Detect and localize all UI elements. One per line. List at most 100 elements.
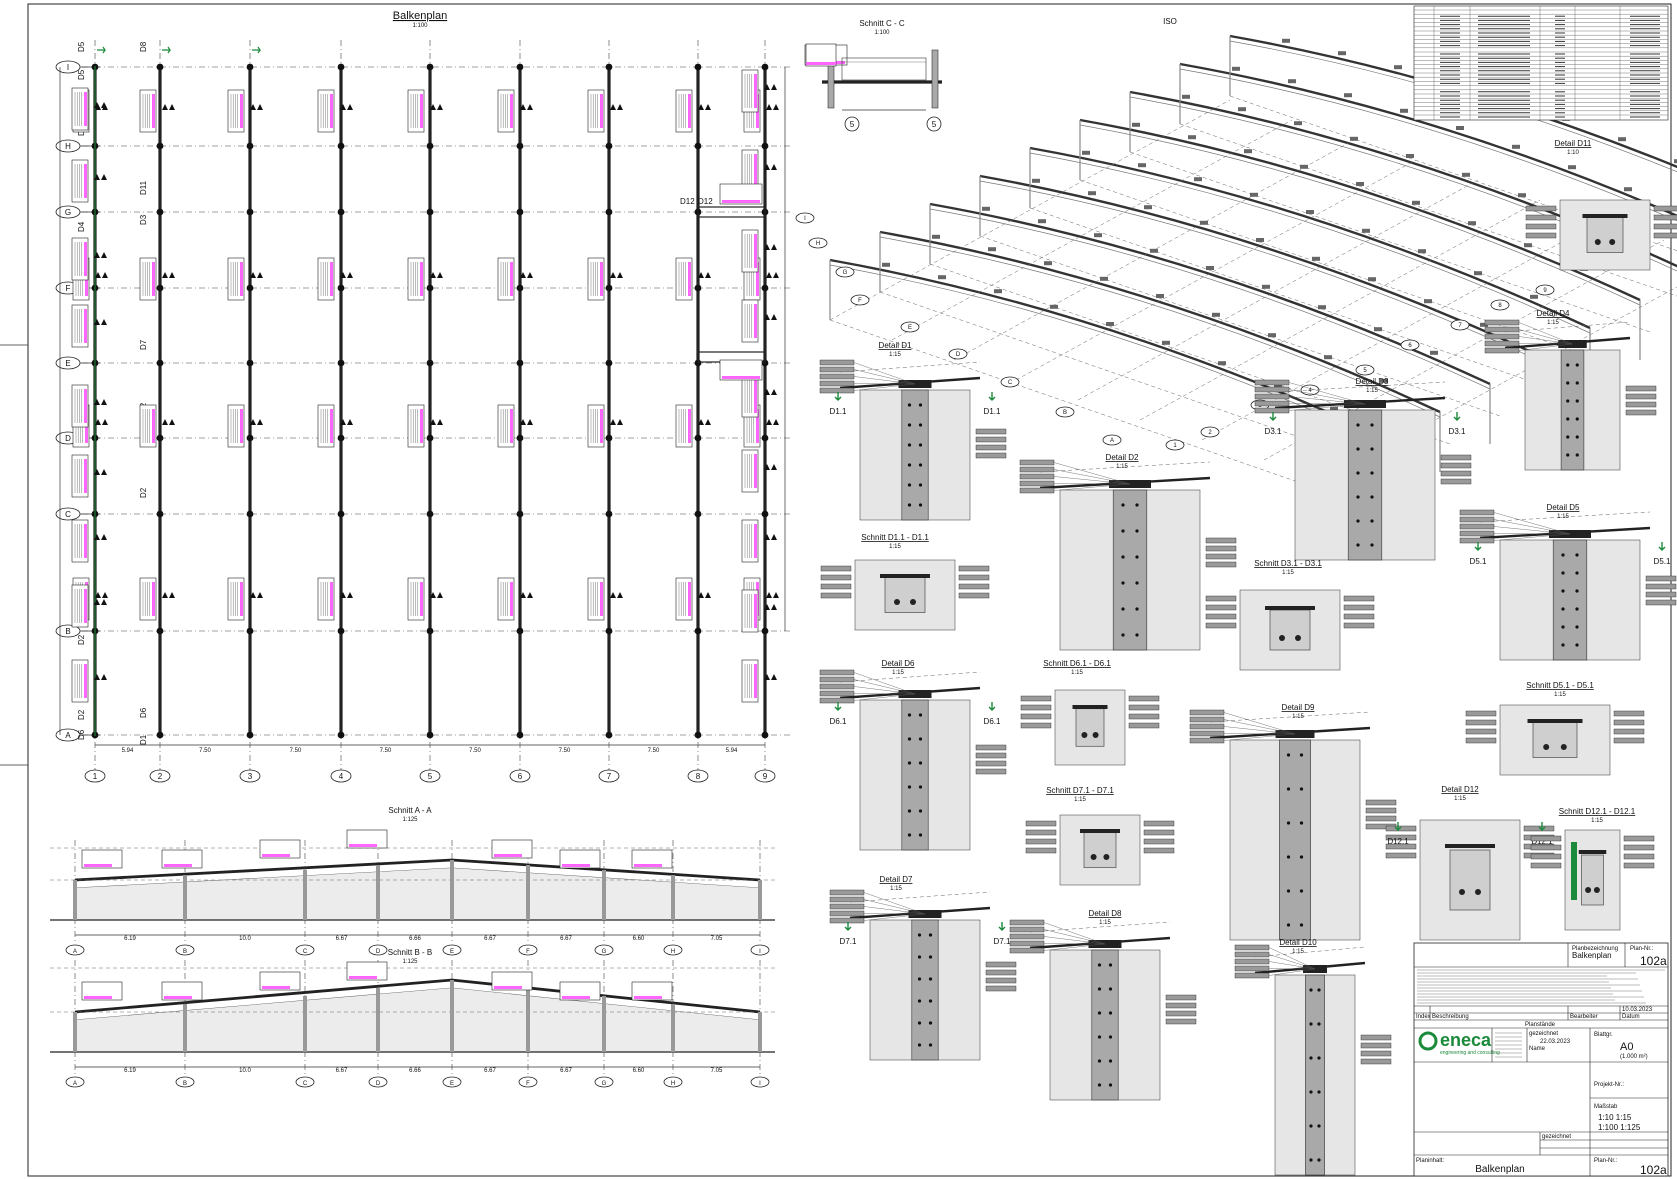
callout-leader [1043,943,1106,945]
beam-tag-highlight [600,582,603,616]
bolt-icon [1575,363,1579,367]
callout-label-box [1009,933,1045,940]
iso-purlin-block [1324,355,1332,360]
iso-grid-line [1229,95,1677,251]
callout-label-box [1440,478,1472,485]
eneca-logo-icon [1418,1031,1438,1051]
section-c-c-title: Schnitt C - C [859,19,905,28]
detail-flange [880,574,930,578]
column-spacing: 5.94 [122,748,134,754]
callout-label-box [829,896,865,903]
callout-label-box [975,760,1007,767]
bolt-icon [1575,381,1579,385]
iso-grid-line [1029,207,1551,389]
scale-values-2: 1:100 1:125 [1598,1123,1641,1132]
support-triangle-icon [94,534,107,540]
iso-grid-label: 6 [1408,343,1412,349]
grid-bubble [598,769,620,783]
plan-no-label-bottom: Plan-Nr.: [1594,1158,1618,1164]
bolt-icon [1121,607,1125,611]
support-triangle-icon [764,84,777,90]
grid-bubble [687,769,709,783]
section-axis-label: H [671,949,675,955]
beam-tag [346,961,388,981]
column-node [426,434,434,442]
section-axis-bubble [663,1076,683,1088]
bolt-icon [1356,495,1360,499]
company-logo-text: eneca [1440,1030,1492,1050]
callout-label-box [1020,713,1052,720]
column-node [761,731,769,739]
section-axis-bubble [663,944,683,956]
beam-mark: D2 [77,634,86,645]
bolt-icon [1561,643,1565,647]
beam-tag-highlight [510,262,513,296]
iso-purlin-block [1162,340,1170,345]
title-block: Planbezeichnung Balkenplan Plan-Nr.: 102… [1413,942,1669,1177]
callout-label-box [1205,595,1237,602]
detail-title: Detail D8 [1089,909,1122,918]
column-node [605,359,613,367]
iso-grid-line [891,119,1293,341]
bolt-icon [1356,471,1360,475]
section-axis-label: H [671,1081,675,1087]
callout-leader [1043,936,1106,945]
section-axis-bubble [750,944,770,956]
beam-tag-highlight [330,94,333,128]
section-spacing: 6.67 [560,936,572,942]
callout-label-box [1205,613,1237,620]
company-subtitle: engineering and consulting [1440,1050,1500,1056]
support-triangle-icon [95,272,108,278]
support-triangle-icon [340,592,353,598]
grid-col-label: 9 [763,772,768,781]
section-axis-bubble [175,944,195,956]
section-column [671,1004,675,1052]
callout-label-box [829,917,865,924]
detail-scale: 1:15 [1116,464,1128,470]
section-arrow-icon [1269,412,1277,421]
iso-purlin-block [1038,219,1046,224]
bolt-icon [928,955,933,959]
section-axis-label: E [450,949,454,955]
beam-tag-highlight [510,582,513,616]
bolt-icon [1575,643,1579,647]
bolt-icon [1543,744,1550,750]
column-spacing: 7.50 [199,748,211,754]
callout-label-box [1613,710,1645,717]
section-arrow-icon [998,922,1006,931]
drawn-date: 22.03.2023 [1540,1039,1571,1045]
format-label: Blattgr. [1594,1032,1613,1038]
project-label: Projekt-Nr.: [1594,1082,1624,1088]
callout-leader [853,679,916,695]
support-triangle-icon [94,319,107,325]
support-triangle-icon [162,272,175,278]
callout-label-box [1343,595,1375,602]
grid-row-label: E [65,359,70,368]
callout-label-box [975,452,1007,459]
detail-section-core [884,577,926,613]
iso-purlin-block [1300,164,1308,169]
detail-section-core [1083,832,1117,868]
detail-dashed-line [1274,381,1446,393]
bolt-icon [1135,555,1139,559]
detail-dashed-line [1039,461,1211,473]
beam-mark: D11 [139,180,148,195]
bolt-icon [1475,889,1481,895]
callout-label-box [1459,523,1495,530]
callout-label-box [829,910,865,917]
beam-tag-highlight [754,594,757,628]
support-triangle-icon [95,592,108,598]
beam-tag [81,981,123,1001]
section-column [376,865,380,920]
column-node [605,208,613,216]
callout-label-box [1625,393,1657,400]
support-triangle-icon [764,164,777,170]
callout-label-box [1020,704,1052,711]
bolt-icon [1317,1056,1321,1060]
callout-leader [1288,382,1366,405]
section-column [183,1004,187,1052]
column-node [156,284,164,292]
support-triangle-icon [764,314,777,320]
section-column [183,875,187,920]
